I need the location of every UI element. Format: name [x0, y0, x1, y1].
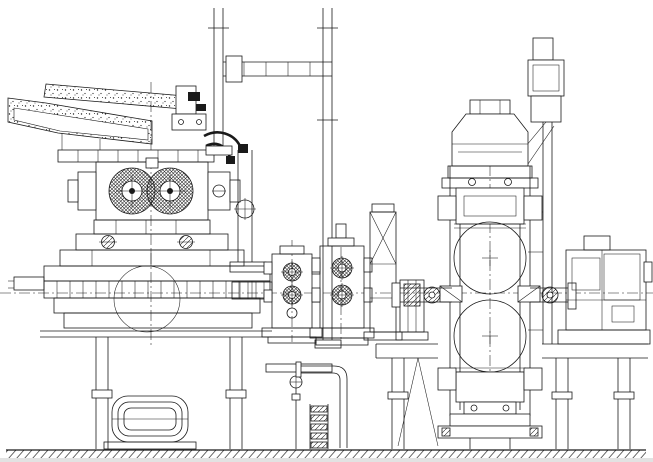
- clamp-block: [188, 92, 200, 101]
- work-rolls: [439, 221, 541, 373]
- floor-accessories: [265, 361, 348, 449]
- step-ladder: [309, 404, 329, 449]
- stand-housing-top: [441, 99, 539, 189]
- intermediate-frame: [363, 203, 429, 341]
- motor-cylinder: [103, 395, 197, 450]
- stand-top-column: [515, 37, 565, 344]
- base-tables: [8, 265, 272, 338]
- spindle-couplings: [391, 282, 577, 310]
- right-auxiliary-unit: [557, 235, 653, 345]
- support-bench: [375, 343, 648, 449]
- feed-chute: [7, 83, 248, 164]
- overhead-columns: [205, 8, 342, 349]
- right-mill-stand: [391, 37, 577, 449]
- upper-chock: [437, 178, 543, 229]
- support-legs-left: [91, 337, 247, 449]
- left-roll-stand: [7, 83, 272, 449]
- pinch-roll-unit-2: [309, 223, 375, 346]
- ground: [0, 449, 653, 462]
- drain-pipe: [295, 361, 348, 448]
- gear-level: [59, 219, 245, 267]
- bottom-band: [0, 458, 653, 462]
- ground-hatch: [6, 450, 646, 458]
- stand-side-frame: [229, 150, 267, 273]
- upper-roll: [453, 221, 527, 295]
- lower-chock-foundation: [437, 367, 543, 449]
- roll-pair-housing: [57, 149, 241, 221]
- hose: [203, 131, 242, 147]
